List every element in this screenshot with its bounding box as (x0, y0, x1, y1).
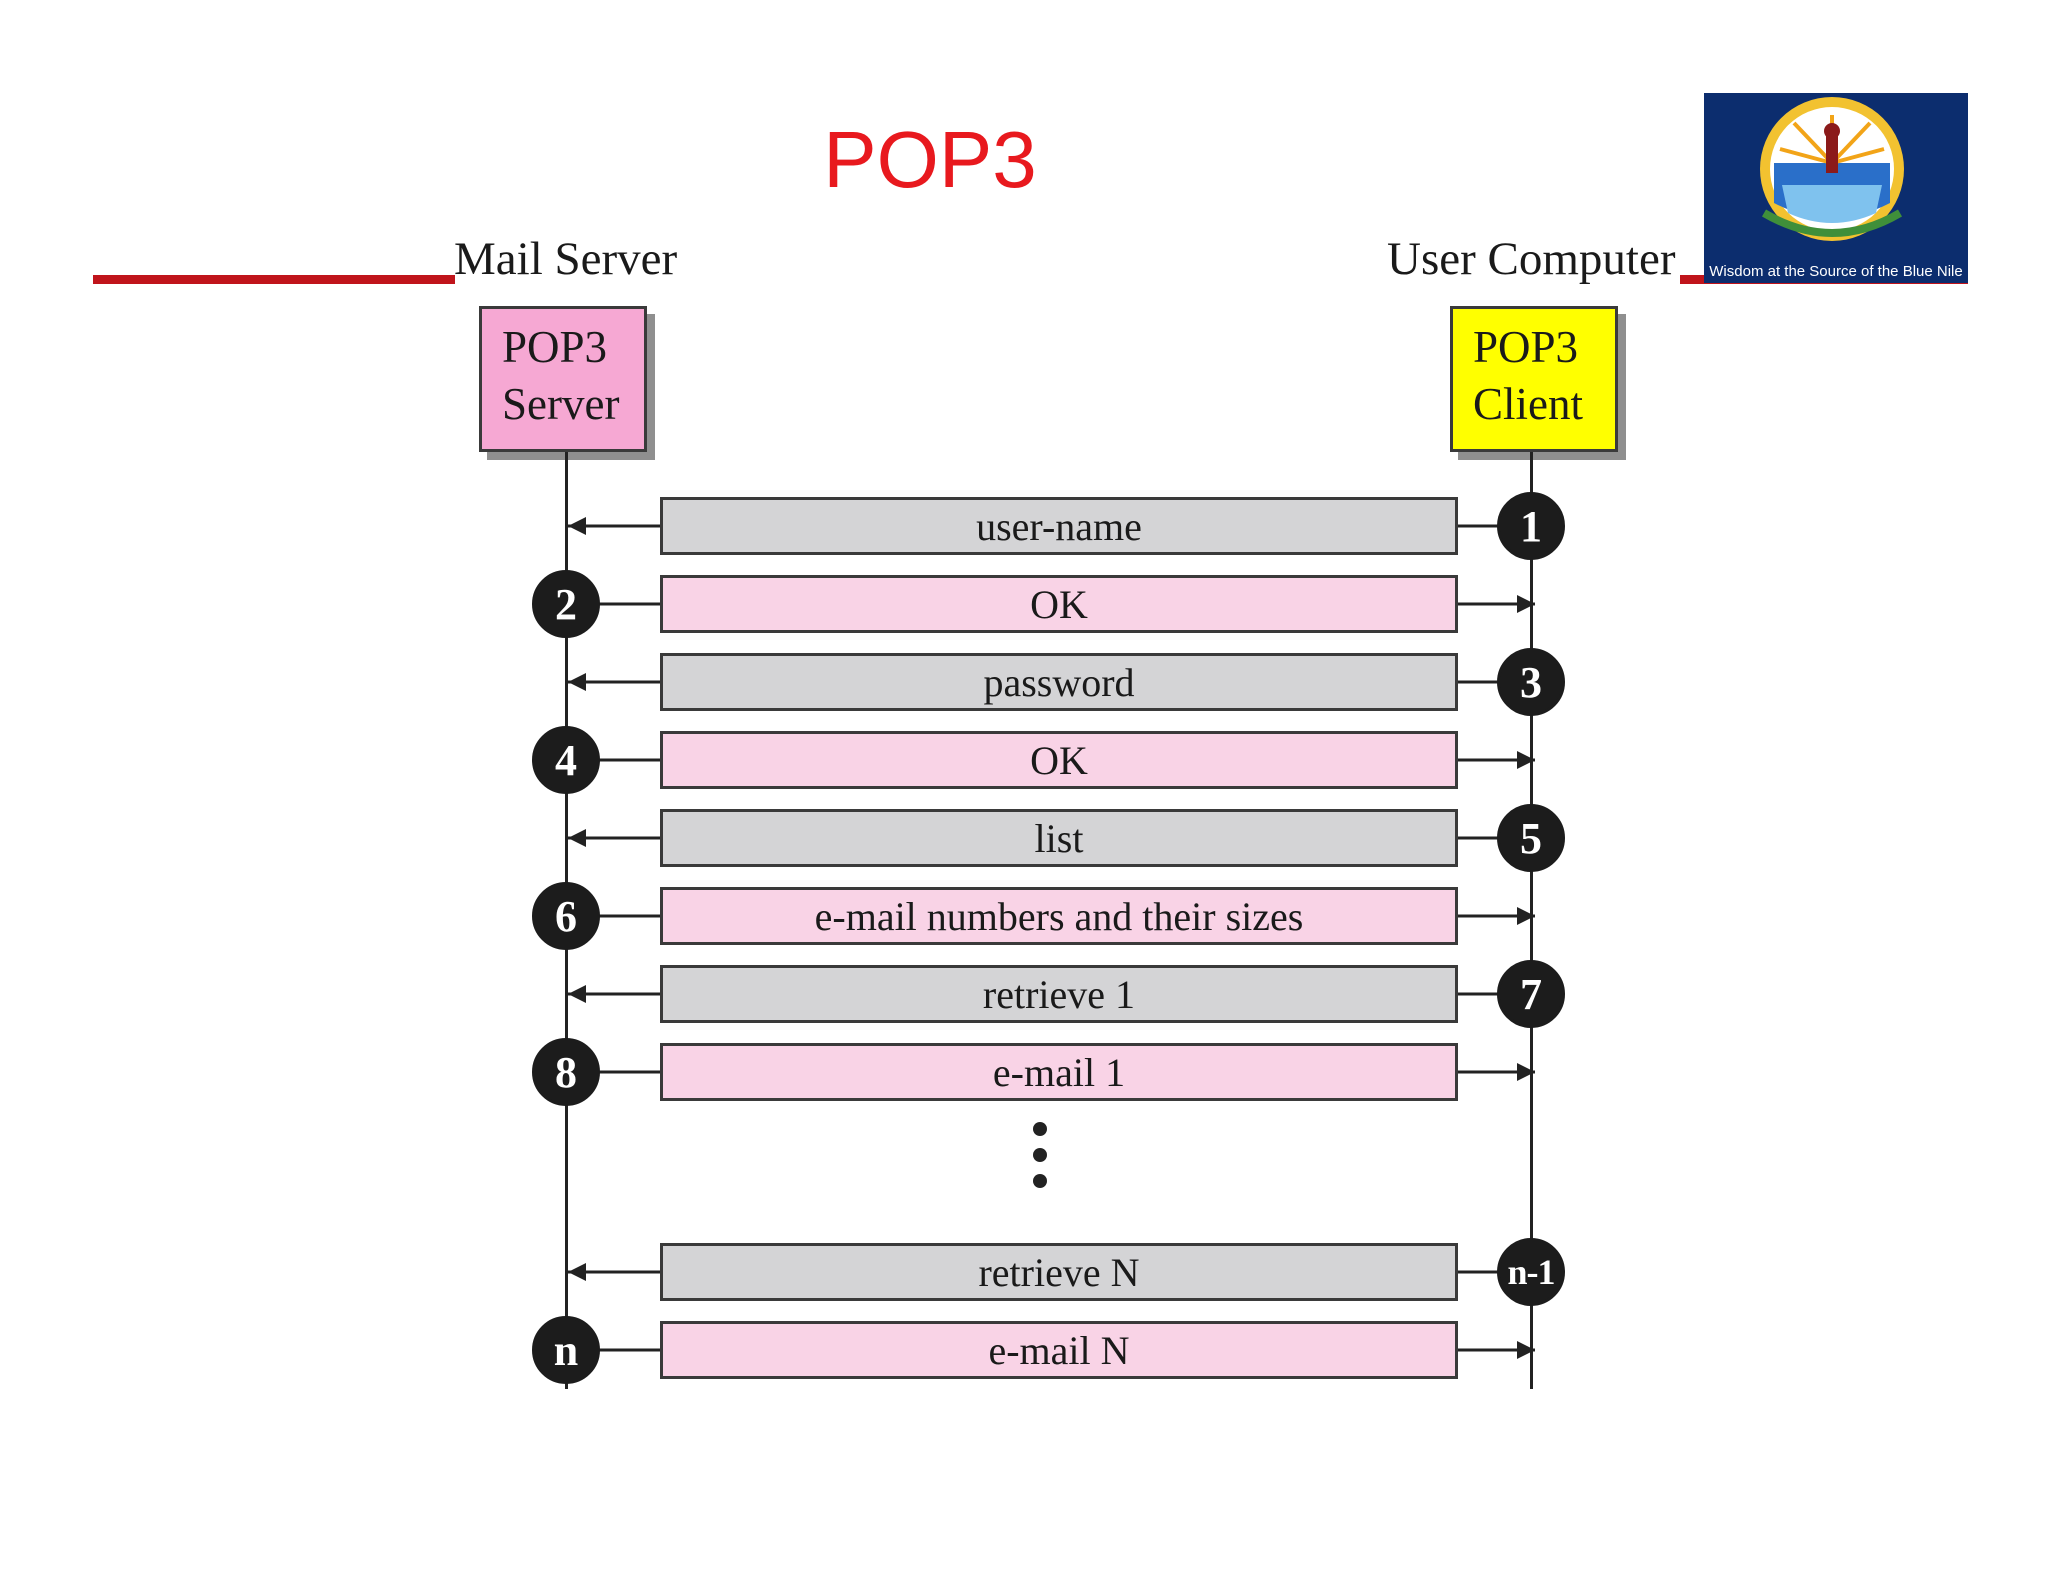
message-bar: OK (660, 731, 1458, 789)
pop3-server-line1: POP3 (502, 322, 608, 372)
message-bar: OK (660, 575, 1458, 633)
arrowhead-right (1517, 907, 1535, 925)
pop3-server-box: POP3 Server (479, 306, 647, 452)
mail-server-label: Mail Server (454, 233, 678, 285)
message-bar: e-mail numbers and their sizes (660, 887, 1458, 945)
message-bar: retrieve N (660, 1243, 1458, 1301)
pop3-server-line2: Server (502, 379, 620, 429)
arrowhead-right (1517, 1063, 1535, 1081)
arrowhead-left (568, 517, 586, 535)
step-badge: 4 (532, 726, 600, 794)
university-logo: Wisdom at the Source of the Blue Nile (1704, 93, 1968, 283)
step-badge: 6 (532, 882, 600, 950)
slide-title: POP3 (823, 115, 1037, 204)
step-badge: 1 (1497, 492, 1565, 560)
step-badge: 5 (1497, 804, 1565, 872)
arrowhead-left (568, 673, 586, 691)
arrowhead-left (568, 829, 586, 847)
step-badge: 3 (1497, 648, 1565, 716)
pop3-client-box: POP3 Client (1450, 306, 1618, 452)
message-bar: list (660, 809, 1458, 867)
user-computer-label: User Computer (1387, 233, 1676, 285)
client-lifeline (1530, 452, 1533, 1389)
message-bar: password (660, 653, 1458, 711)
pop3-client-line1: POP3 (1473, 322, 1579, 372)
step-badge: 7 (1497, 960, 1565, 1028)
title-rule-left (93, 275, 455, 284)
message-bar: retrieve 1 (660, 965, 1458, 1023)
message-bar: e-mail N (660, 1321, 1458, 1379)
arrowhead-right (1517, 595, 1535, 613)
step-badge: 2 (532, 570, 600, 638)
arrowhead-left (568, 985, 586, 1003)
step-badge: n-1 (1497, 1238, 1565, 1306)
message-bar: e-mail 1 (660, 1043, 1458, 1101)
message-bar: user-name (660, 497, 1458, 555)
university-seal-icon (1760, 97, 1904, 241)
step-badge: n (532, 1316, 600, 1384)
continuation-ellipsis (1030, 1122, 1050, 1192)
logo-tagline: Wisdom at the Source of the Blue Nile (1709, 263, 1963, 280)
arrowhead-left (568, 1263, 586, 1281)
step-badge: 8 (532, 1038, 600, 1106)
pop3-client-line2: Client (1473, 379, 1583, 429)
arrowhead-right (1517, 1341, 1535, 1359)
arrowhead-right (1517, 751, 1535, 769)
